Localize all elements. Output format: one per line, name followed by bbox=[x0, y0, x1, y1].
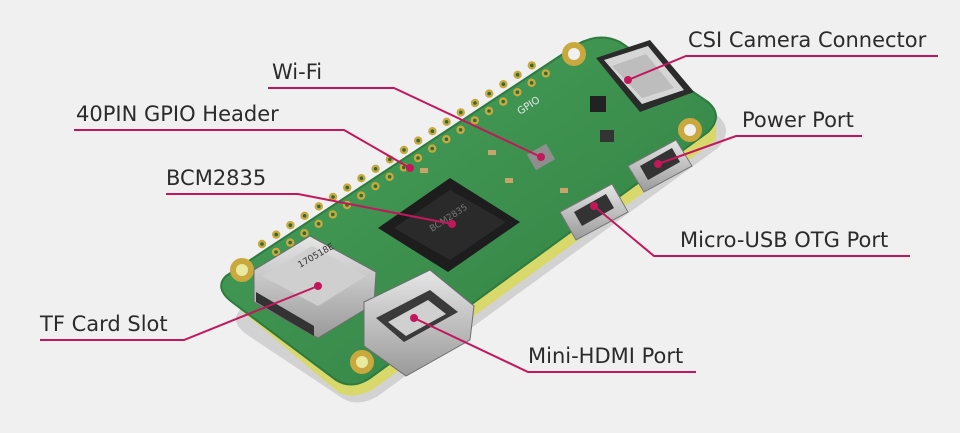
callout-tf-line bbox=[40, 285, 319, 341]
callout-wifi-line bbox=[268, 87, 542, 158]
gpio-pad-hole bbox=[430, 146, 435, 151]
gpio-pad-hole bbox=[288, 240, 293, 245]
gpio-pad-hole bbox=[459, 110, 463, 115]
label-micro-usb-otg-port: Micro-USB OTG Port bbox=[680, 228, 889, 252]
gpio-pad-hole bbox=[487, 91, 492, 96]
gpio-pad-hole bbox=[473, 101, 477, 105]
label-power-port: Power Port bbox=[742, 108, 854, 132]
label-bcm2835: BCM2835 bbox=[166, 166, 267, 190]
gpio-pad-hole bbox=[331, 195, 335, 199]
gpio-pad-hole bbox=[530, 63, 534, 68]
gpio-pad-hole bbox=[373, 184, 378, 188]
csi-connector bbox=[596, 40, 694, 112]
gpio-pad-hole bbox=[444, 120, 449, 124]
callout-bcm-line bbox=[166, 193, 453, 225]
gpio-pad-hole bbox=[274, 250, 278, 254]
gpio-pad-hole bbox=[501, 99, 506, 104]
gpio-pad-hole bbox=[316, 222, 321, 226]
gpio-pad-hole bbox=[359, 176, 364, 180]
callout-otg-line bbox=[593, 205, 910, 257]
callout-lines bbox=[40, 55, 938, 373]
label-tf-card-slot: TF Card Slot bbox=[40, 312, 168, 336]
gpio-pad-hole bbox=[345, 185, 350, 190]
label-wifi: Wi-Fi bbox=[272, 60, 323, 84]
gpio-pad-hole bbox=[260, 242, 264, 246]
gpio-pad-hole bbox=[416, 138, 421, 143]
gpio-pad-hole bbox=[515, 90, 520, 94]
gpio-pad-hole bbox=[487, 109, 491, 113]
gpio-pad-hole bbox=[359, 193, 364, 198]
gpio-pad-hole bbox=[373, 167, 378, 171]
gpio-pad-hole bbox=[402, 148, 406, 152]
gpio-pad-hole bbox=[529, 81, 534, 85]
gpio-pad-hole bbox=[544, 71, 548, 76]
gpio-pad-hole bbox=[430, 129, 435, 133]
mounting-holes bbox=[230, 42, 702, 374]
gpio-pad-hole bbox=[274, 232, 279, 237]
gpio-pad-hole bbox=[331, 212, 335, 217]
gpio-pad-hole bbox=[302, 214, 307, 218]
callout-power-line bbox=[657, 135, 862, 165]
gpio-pad-hole bbox=[444, 137, 449, 141]
gpio-pad-hole bbox=[302, 231, 307, 235]
callout-csi-line bbox=[627, 55, 938, 81]
gpio-pad-hole bbox=[388, 157, 392, 162]
label-mini-hdmi-port: Mini-HDMI Port bbox=[528, 344, 684, 368]
gpio-pad-hole bbox=[387, 175, 392, 179]
gpio-pad-hole bbox=[416, 156, 420, 160]
callout-gpio-line bbox=[74, 129, 411, 169]
gpio-pad-hole bbox=[515, 73, 520, 77]
smd-components bbox=[420, 96, 614, 193]
gpio-header-pads bbox=[257, 61, 550, 257]
callout-hdmi-line bbox=[413, 317, 696, 373]
label-40pin-gpio-header: 40PIN GPIO Header bbox=[76, 102, 279, 126]
gpio-pad-hole bbox=[458, 128, 463, 132]
label-csi-camera-connector: CSI Camera Connector bbox=[688, 28, 927, 52]
gpio-pad-hole bbox=[317, 204, 321, 209]
gpio-pad-hole bbox=[501, 82, 506, 86]
gpio-pad-hole bbox=[288, 223, 293, 227]
gpio-pad-hole bbox=[473, 118, 477, 123]
gpio-pad-hole bbox=[402, 165, 406, 170]
